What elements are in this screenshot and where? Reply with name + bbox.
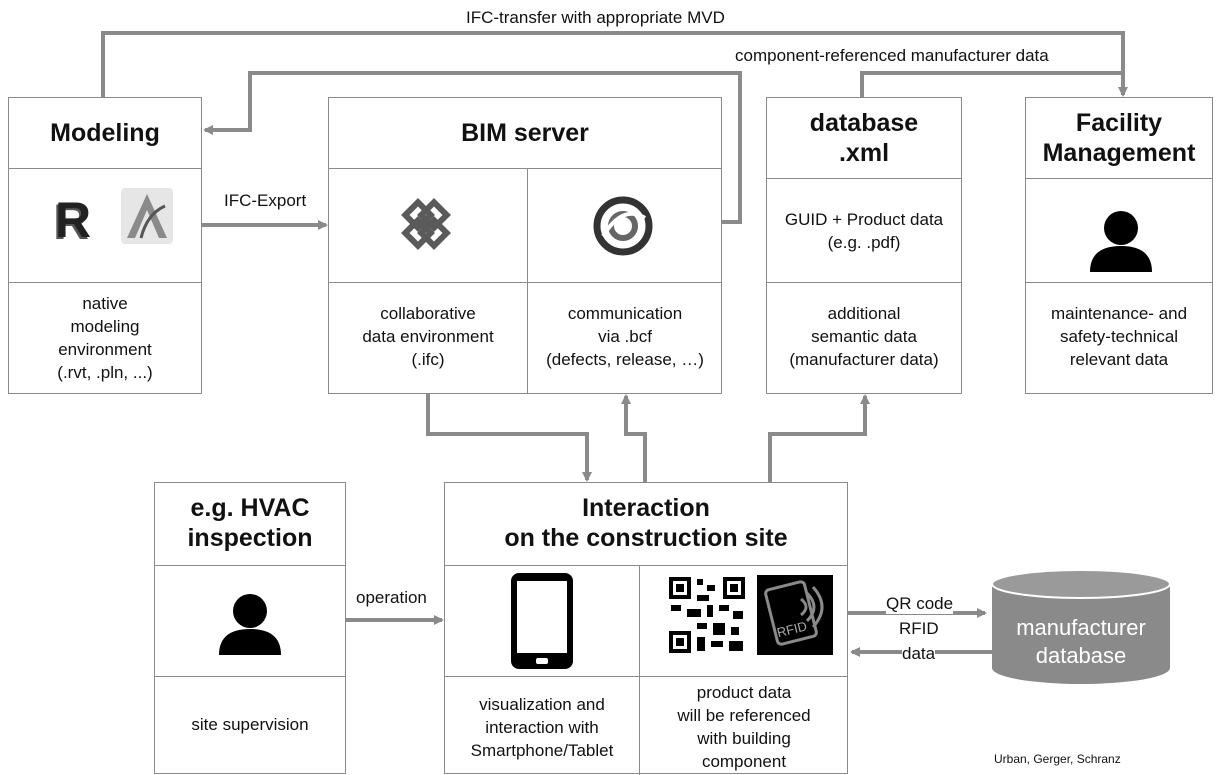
archicad-icon [121,188,173,244]
svg-text:R: R [55,193,91,247]
database-description: additional semantic data (manufacturer d… [789,304,939,369]
interaction-product-data-description: product data will be referenced with bui… [677,683,811,771]
component-data-arrow [203,71,742,224]
modeling-title: Modeling [50,119,160,147]
rfid-label: RFID [899,619,939,639]
interaction-box: Interaction on the construction site [444,482,848,775]
site-to-database-arrow [768,394,870,482]
credit-text: Urban, Gerger, Schranz [994,752,1121,766]
person-icon [215,591,285,655]
modeling-description: native modeling environment (.rvt, .pln,… [57,294,153,382]
database-box: database .xml GUID + Product data (e.g. … [766,97,962,394]
ifc-transfer-arrow [101,31,1128,97]
operation-label: operation [356,588,427,608]
manufacturer-database-label: manufacturer database [1016,615,1146,668]
hvac-inspection-box: e.g. HVAC inspection site supervision [154,482,346,774]
ifc-transfer-label: IFC-transfer with appropriate MVD [466,8,725,28]
qr-code-label: QR code [886,594,954,614]
qr-code-icon [667,575,747,655]
database-link-line [860,71,1123,97]
bcf-logo-icon [593,196,653,256]
server-to-site-arrow [426,393,592,482]
interaction-title: Interaction on the construction site [504,494,788,552]
ifc-export-label: IFC-Export [224,191,307,211]
bim-server-collab-description: collaborative data environment (.ifc) [362,304,494,369]
facility-management-description: maintenance- and safety-technical releva… [1050,304,1188,369]
modeling-box: Modeling R R native modeling environment… [8,97,202,394]
component-data-label: component-referenced manufacturer data [735,46,1049,66]
site-to-bcf-arrow [621,394,647,482]
hvac-inspection-description: site supervision [191,715,309,734]
rfid-icon-label: RFID [775,618,808,640]
svg-text:R: R [53,194,89,247]
hvac-inspection-title: e.g. HVAC inspection [187,494,313,552]
data-label: data [902,644,936,664]
facility-management-title: Facility Management [1042,109,1196,167]
database-title: database .xml [809,109,919,167]
bim-server-box: BIM server collaborative data environmen… [328,97,722,394]
interaction-smartphone-description: visualization and interaction with Smart… [470,695,614,760]
smartphone-icon [509,571,575,671]
bim-server-bcf-description: communication via .bcf (defects, release… [546,304,704,369]
revit-icon: R R [49,192,103,250]
database-guid-description: GUID + Product data (e.g. .pdf) [784,210,944,252]
bim-server-title: BIM server [461,119,589,147]
bimserver-logo-icon [399,198,453,254]
person-icon [1086,208,1156,272]
manufacturer-database-cylinder [990,568,1172,686]
facility-management-box: Facility Management maintenance- and saf… [1025,97,1213,394]
rfid-icon: RFID [757,575,833,655]
